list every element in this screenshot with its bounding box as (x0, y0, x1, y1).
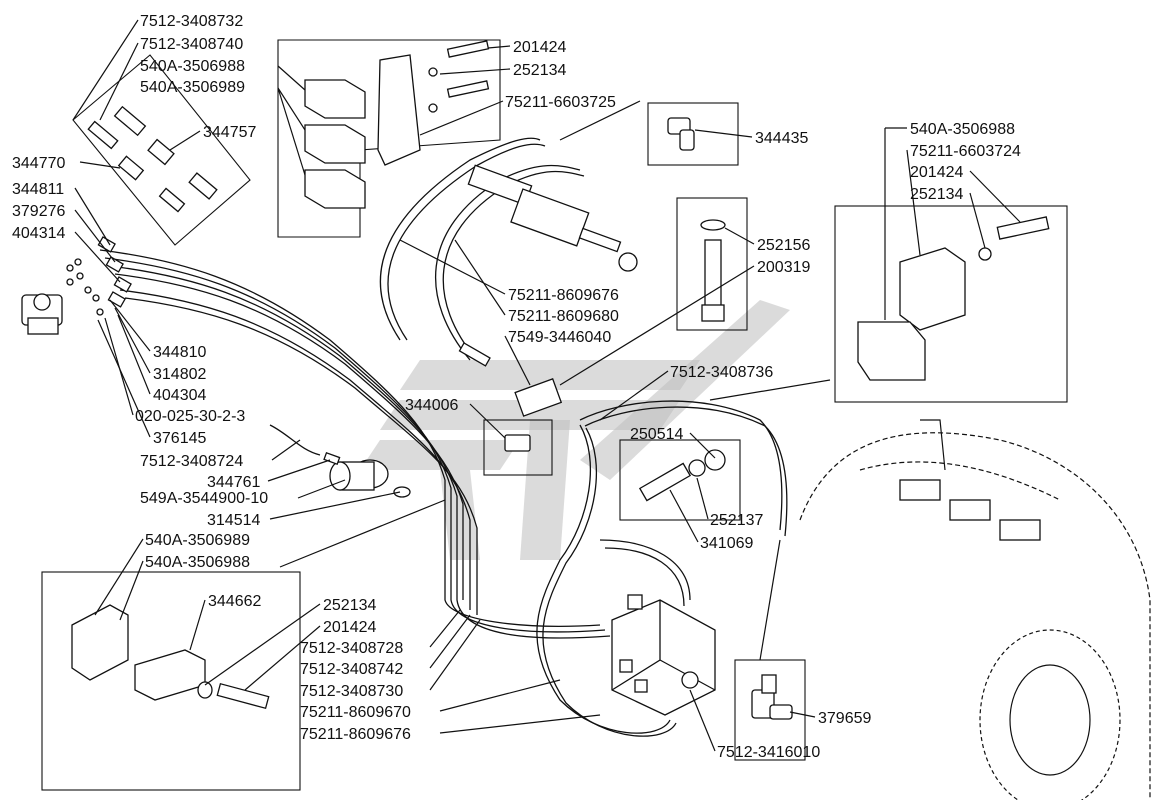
part-label-020-025-30-2-3: 020-025-30-2-3 (135, 408, 245, 425)
part-label-549A-3544900-10: 549A-3544900-10 (140, 490, 268, 507)
part-label-201424: 201424 (323, 619, 376, 636)
part-label-540A-3506989: 540A-3506989 (145, 532, 250, 549)
tube-7512-3408724 (269, 424, 321, 456)
part-label-404304: 404304 (153, 387, 206, 404)
part-label-7512-3408724: 7512-3408724 (140, 453, 243, 470)
clamp-bottom-icon (71, 604, 270, 710)
part-label-540A-3506988: 540A-3506988 (145, 554, 250, 571)
part-label-252134: 252134 (323, 597, 376, 614)
part-label-7512-3408732: 7512-3408732 (140, 13, 243, 30)
part-label-250514: 250514 (630, 426, 683, 443)
part-label-540A-3506989: 540A-3506989 (140, 79, 245, 96)
part-label-252156: 252156 (757, 237, 810, 254)
part-label-379276: 379276 (12, 203, 65, 220)
watermark-logo (360, 300, 790, 560)
part-label-341069: 341069 (700, 535, 753, 552)
detail-box-elbow (647, 102, 739, 166)
tank-icon (799, 419, 1151, 800)
part-label-252137: 252137 (710, 512, 763, 529)
tube-1 (99, 249, 601, 627)
part-label-75211-8609676: 75211-8609676 (508, 287, 619, 304)
part-label-7512-3416010: 7512-3416010 (717, 744, 820, 761)
part-label-314802: 314802 (153, 366, 206, 383)
part-label-75211-8609680: 75211-8609680 (508, 308, 619, 325)
distributor-block-icon (611, 594, 716, 716)
part-label-404314: 404314 (12, 225, 65, 242)
clamp-blocks-icon (304, 40, 490, 209)
part-label-75211-6603724: 75211-6603724 (910, 143, 1021, 160)
tube-5 (119, 289, 471, 610)
part-label-75211-8609676: 75211-8609676 (300, 726, 411, 743)
hose-lower-2 (542, 427, 677, 737)
part-label-7512-3408740: 7512-3408740 (140, 36, 243, 53)
part-label-344770: 344770 (12, 155, 65, 172)
detail-box-adapter (483, 419, 553, 476)
part-label-7512-3408736: 7512-3408736 (670, 364, 773, 381)
hose-lower-1 (536, 424, 671, 734)
part-label-201424: 201424 (513, 39, 566, 56)
hose-upper-4 (442, 170, 585, 361)
part-label-344761: 344761 (207, 474, 260, 491)
part-label-252134: 252134 (513, 62, 566, 79)
part-label-376145: 376145 (153, 430, 206, 447)
part-number-labels: 7512-3408732 7512-3408740 540A-3506988 540A… (12, 13, 1021, 761)
threaded-bolt-icon (638, 449, 726, 502)
part-label-344006: 344006 (405, 397, 458, 414)
tube-short-2 (604, 547, 685, 607)
filter-icon (323, 451, 411, 498)
leader-lines (72, 19, 1021, 752)
bolt-icon (700, 219, 726, 322)
tube-4 (114, 273, 464, 600)
clamp-right-icon (857, 216, 1050, 381)
detail-box-bolt (676, 197, 748, 331)
elbow-fitting-bottom-icon (751, 674, 793, 720)
valve-block-icon (458, 342, 563, 452)
tube-6 (124, 297, 478, 615)
detail-box-clamp-right (834, 205, 1068, 403)
part-label-379659: 379659 (818, 710, 871, 727)
part-label-252134: 252134 (910, 186, 963, 203)
hydraulic-cylinder-icon (467, 164, 638, 272)
hose-upper-1 (379, 137, 541, 341)
part-label-75211-8609670: 75211-8609670 (300, 704, 411, 721)
fittings-cluster-icon (66, 236, 132, 316)
part-label-7512-3408730: 7512-3408730 (300, 683, 403, 700)
part-label-344435: 344435 (755, 130, 808, 147)
detail-box-nut (619, 439, 741, 521)
pump-icon (21, 293, 63, 335)
hose-upper-2 (387, 143, 546, 341)
part-label-7549-3446040: 7549-3446040 (508, 329, 611, 346)
part-label-201424: 201424 (910, 164, 963, 181)
hose-upper-3 (434, 164, 581, 361)
part-label-540A-3506988: 540A-3506988 (910, 121, 1015, 138)
elbow-fitting-icon (667, 117, 695, 151)
fittings-icon (87, 105, 218, 213)
tube-short-1 (599, 539, 691, 601)
part-label-344757: 344757 (203, 124, 256, 141)
part-label-344811: 344811 (12, 181, 64, 198)
hose-right-1 (579, 400, 783, 531)
part-label-7512-3408728: 7512-3408728 (300, 640, 403, 657)
detail-box-elbow-bottom (734, 659, 806, 761)
part-label-200319: 200319 (757, 259, 810, 276)
part-label-7512-3408742: 7512-3408742 (300, 661, 403, 678)
part-label-314514: 314514 (207, 512, 260, 529)
hose-right-2 (584, 406, 788, 537)
hose-lines (99, 137, 788, 737)
part-label-344662: 344662 (208, 593, 261, 610)
part-label-75211-6603725: 75211-6603725 (505, 94, 616, 111)
part-label-540A-3506988: 540A-3506988 (140, 58, 245, 75)
tube-3 (109, 265, 611, 639)
hydraulic-parts (21, 40, 1151, 800)
detail-box-fittings (72, 54, 251, 246)
part-label-344810: 344810 (153, 344, 206, 361)
detail-box-clamp-bottom (41, 571, 301, 791)
tube-2 (104, 257, 606, 633)
